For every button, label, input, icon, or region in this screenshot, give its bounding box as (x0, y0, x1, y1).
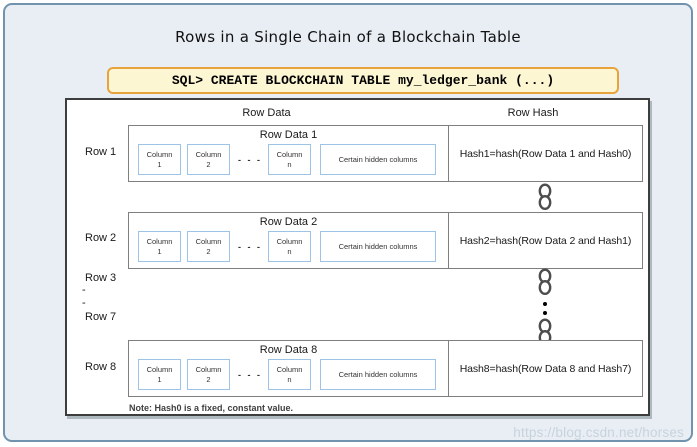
column-cell-label: Column (195, 149, 222, 159)
row-data-title: Row Data 2 (259, 216, 318, 228)
column-cell-number: 2 (206, 159, 211, 169)
column-cell-label: Column (146, 364, 173, 374)
figure-panel: Rows in a Single Chain of a Blockchain T… (3, 3, 693, 442)
vertical-ellipsis-dot (543, 302, 547, 306)
column-cell: Column n (268, 231, 311, 262)
column-cell: Column 2 (187, 359, 230, 390)
row-label-7: Row 7 (85, 311, 117, 323)
row-label-8: Row 8 (85, 361, 117, 373)
column-cell-number: 1 (157, 374, 162, 384)
table-row: Row Data 2 Column 1 Column 2 - - - Colum… (128, 212, 643, 269)
column-cell-number: 1 (157, 159, 162, 169)
column-cell: Column n (268, 359, 311, 390)
column-cell-label: Column (195, 364, 222, 374)
column-ellipsis: - - - (238, 369, 262, 380)
row-data-cell: Row Data 2 Column 1 Column 2 - - - Colum… (129, 213, 448, 268)
watermark-url: https://blog.csdn.net/horses (513, 425, 684, 440)
column-cell: Column 1 (138, 231, 181, 262)
table-row: Row Data 1 Column 1 Column 2 - - - Colum… (128, 125, 643, 182)
row-hash-cell: Hash8=hash(Row Data 8 and Hash7) (448, 341, 642, 396)
column-cell: Column 1 (138, 144, 181, 175)
hidden-columns-cell: Certain hidden columns (320, 231, 436, 262)
column-cell-number: 1 (157, 246, 162, 256)
row-hash-cell: Hash1=hash(Row Data 1 and Hash0) (448, 126, 642, 181)
column-cell: Column 2 (187, 144, 230, 175)
column-cell-number: n (287, 159, 292, 169)
row-label-1: Row 1 (85, 146, 117, 158)
column-strip: Column 1 Column 2 - - - Column n Certain… (129, 359, 448, 390)
hidden-columns-cell: Certain hidden columns (320, 359, 436, 390)
column-ellipsis: - - - (238, 154, 262, 165)
column-header-row-data: Row Data (242, 107, 291, 119)
column-cell-number: n (287, 246, 292, 256)
column-strip: Column 1 Column 2 - - - Column n Certain… (129, 144, 448, 175)
skipped-rows-dash: - (82, 297, 86, 309)
vertical-ellipsis-dot (543, 311, 547, 315)
column-cell-label: Column (146, 149, 173, 159)
row-data-cell: Row Data 1 Column 1 Column 2 - - - Colum… (129, 126, 448, 181)
column-ellipsis: - - - (238, 241, 262, 252)
sql-command-text: SQL> CREATE BLOCKCHAIN TABLE my_ledger_b… (171, 73, 555, 88)
column-cell-label: Column (276, 236, 303, 246)
footnote: Note: Hash0 is a fixed, constant value. (129, 403, 294, 413)
page-title: Rows in a Single Chain of a Blockchain T… (175, 28, 521, 46)
chain-link-icon (538, 268, 552, 296)
column-cell: Column 2 (187, 231, 230, 262)
row-label-2: Row 2 (85, 232, 117, 244)
chain-link-icon (538, 183, 552, 211)
table-row: Row Data 8 Column 1 Column 2 - - - Colum… (128, 340, 643, 397)
column-cell-label: Column (195, 236, 222, 246)
row-data-title: Row Data 1 (259, 129, 318, 141)
column-cell: Column 1 (138, 359, 181, 390)
column-cell-number: n (287, 374, 292, 384)
column-cell-number: 2 (206, 246, 211, 256)
row-label-3: Row 3 (85, 272, 117, 284)
sql-command-box: SQL> CREATE BLOCKCHAIN TABLE my_ledger_b… (107, 67, 619, 94)
row-data-title: Row Data 8 (259, 344, 318, 356)
column-cell-label: Column (276, 364, 303, 374)
column-cell-label: Column (146, 236, 173, 246)
hidden-columns-cell: Certain hidden columns (320, 144, 436, 175)
column-cell: Column n (268, 144, 311, 175)
column-header-row-hash: Row Hash (507, 107, 559, 119)
skipped-rows-dash: - (82, 284, 86, 296)
column-strip: Column 1 Column 2 - - - Column n Certain… (129, 231, 448, 262)
blockchain-chain-diagram: Row Data Row Hash Row 1 Row Data 1 Colum… (65, 98, 650, 416)
column-cell-number: 2 (206, 374, 211, 384)
row-hash-cell: Hash2=hash(Row Data 2 and Hash1) (448, 213, 642, 268)
row-data-cell: Row Data 8 Column 1 Column 2 - - - Colum… (129, 341, 448, 396)
column-cell-label: Column (276, 149, 303, 159)
